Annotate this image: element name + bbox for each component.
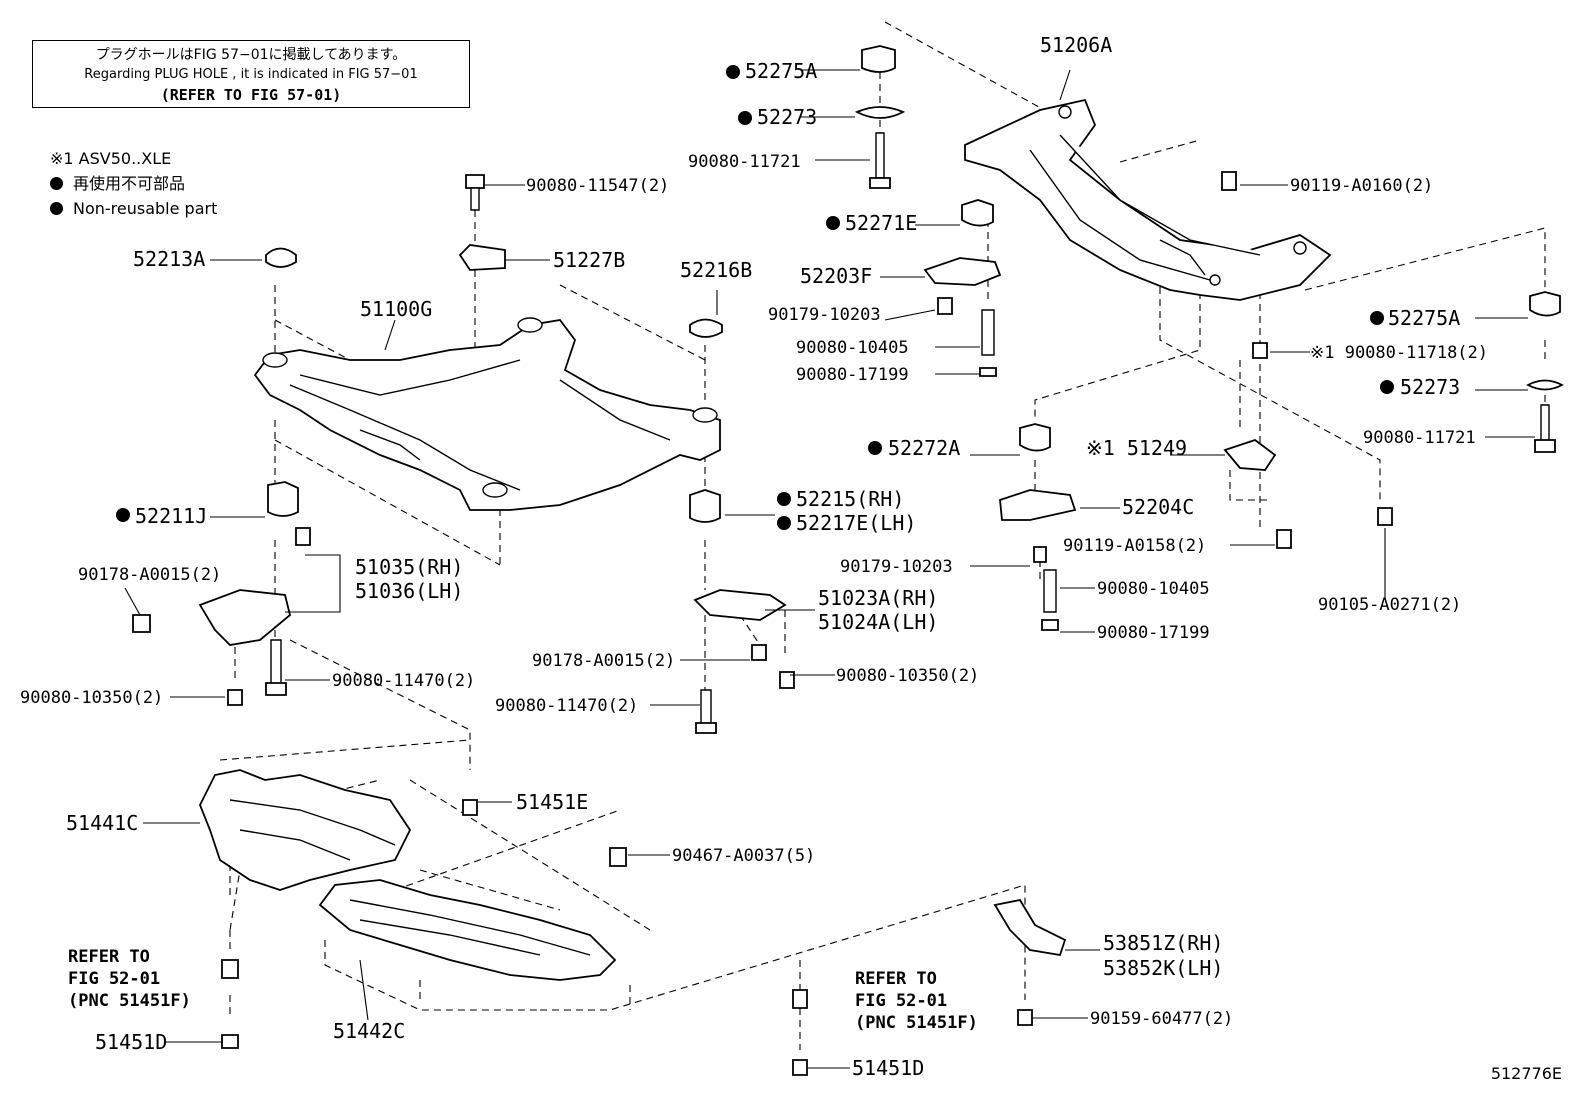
label-90080-10405-mid: 90080-10405 [1097, 579, 1210, 599]
non-reusable-dot-icon [50, 177, 63, 190]
label-90119-A0158: 90119-A0158(2) [1063, 536, 1206, 556]
label-90080-17199-top: 90080-17199 [796, 365, 909, 385]
label-51249: ※1 51249 [1086, 436, 1187, 460]
label-90080-11547: 90080-11547(2) [526, 176, 669, 196]
label-52213A: 52213A [133, 247, 205, 271]
label-52216B: 52216B [680, 258, 752, 282]
label-51227B: 51227B [553, 248, 625, 272]
non-reusable-dot-icon [1380, 380, 1394, 394]
plug-hole-note: プラグホールはFIG 57−01に掲載してあります。 Regarding PLU… [32, 40, 470, 108]
label-refer-mid-1: REFER TO [855, 969, 937, 989]
label-52217E: 52217E(LH) [796, 511, 916, 535]
brackets [198, 244, 1277, 957]
label-52215: 52215(RH) [796, 487, 904, 511]
non-reusable-dot-icon [50, 202, 63, 215]
non-reusable-dot-icon [826, 216, 840, 230]
figure-id: 512776E [1490, 1064, 1562, 1083]
label-51442C: 51442C [333, 1019, 405, 1043]
label-52275A-right: 52275A [1388, 306, 1460, 330]
label-51036: 51036(LH) [355, 579, 463, 603]
label-90105-A0271: 90105-A0271(2) [1318, 595, 1461, 615]
non-reusable-dot-icon [1370, 311, 1384, 325]
label-52204C: 52204C [1122, 495, 1194, 519]
label-52273-right: 52273 [1400, 375, 1460, 399]
label-90467-A0037: 90467-A0037(5) [672, 846, 815, 866]
bushings [265, 45, 1564, 523]
label-51441C: 51441C [66, 811, 138, 835]
note-refer: (REFER TO FIG 57-01) [160, 86, 342, 104]
non-reusable-dot-icon [116, 508, 130, 522]
non-reusable-dot-icon [777, 492, 791, 506]
label-refer-left-2: FIG 52-01 [68, 969, 160, 989]
label-90080-10405-top: 90080-10405 [796, 338, 909, 358]
non-reusable-dot-icon [868, 441, 882, 455]
label-refer-left-1: REFER TO [68, 947, 150, 967]
label-52273-top: 52273 [757, 105, 817, 129]
under-covers [199, 769, 617, 981]
label-52271E: 52271E [845, 211, 917, 235]
label-90080-11470-left: 90080-11470(2) [332, 671, 475, 691]
label-51451D-bottom: 51451D [852, 1056, 924, 1080]
label-refer-mid-2: FIG 52-01 [855, 991, 947, 1011]
label-52211J: 52211J [135, 504, 207, 528]
label-90179-10203-top: 90179-10203 [768, 305, 881, 325]
note-english: Regarding PLUG HOLE , it is indicated in… [84, 67, 418, 82]
legend-mark1: ※1 ASV50..XLE [50, 149, 172, 168]
legend-nonreuse-jp: 再使用不可部品 [50, 171, 217, 196]
label-51023A: 51023A(RH) [818, 586, 938, 610]
legend: ※1 ASV50..XLE 再使用不可部品 Non-reusable part [50, 146, 217, 221]
label-51206A: 51206A [1040, 33, 1112, 57]
label-51100G: 51100G [360, 297, 432, 321]
non-reusable-markers [116, 65, 1394, 530]
rear-crossmember-51206A [964, 98, 1332, 301]
front-crossmember-51100G [253, 317, 721, 511]
label-refer-left-3: (PNC 51451F) [68, 991, 191, 1011]
label-90159-60477: 90159-60477(2) [1090, 1009, 1233, 1029]
note-japanese: プラグホールはFIG 57−01に掲載してあります。 [95, 47, 407, 63]
label-90080-11470-mid: 90080-11470(2) [495, 696, 638, 716]
label-53851Z: 53851Z(RH) [1103, 931, 1223, 955]
label-refer-mid-3: (PNC 51451F) [855, 1013, 978, 1033]
part-labels: 52275A 52273 90080-11721 51206A 90119-A0… [20, 33, 1488, 1080]
label-51451D-left: 51451D [95, 1030, 167, 1054]
non-reusable-dot-icon [777, 516, 791, 530]
label-90080-10350-mid: 90080-10350(2) [836, 666, 979, 686]
label-90119-A0160: 90119-A0160(2) [1290, 176, 1433, 196]
label-90080-17199-mid: 90080-17199 [1097, 623, 1210, 643]
label-90179-10203-mid: 90179-10203 [840, 557, 953, 577]
leader-lines [124, 69, 1535, 1069]
label-90080-11721-right: 90080-11721 [1363, 428, 1476, 448]
non-reusable-dot-icon [738, 111, 752, 125]
label-90080-11718: ※1 90080-11718(2) [1310, 343, 1488, 363]
label-53852K: 53852K(LH) [1103, 956, 1223, 980]
label-51024A: 51024A(LH) [818, 610, 938, 634]
label-51451E: 51451E [516, 790, 588, 814]
legend-nonreuse-en: Non-reusable part [50, 196, 217, 221]
label-52275A-top: 52275A [745, 59, 817, 83]
label-52203F: 52203F [800, 264, 872, 288]
label-90178-A0015-left: 90178-A0015(2) [78, 565, 221, 585]
label-52272A: 52272A [888, 436, 960, 460]
label-90178-A0015-mid: 90178-A0015(2) [532, 651, 675, 671]
label-90080-10350-left: 90080-10350(2) [20, 688, 163, 708]
bolts [132, 132, 1556, 1076]
label-90080-11721-top: 90080-11721 [688, 152, 801, 172]
non-reusable-dot-icon [726, 65, 740, 79]
label-51035: 51035(RH) [355, 555, 463, 579]
